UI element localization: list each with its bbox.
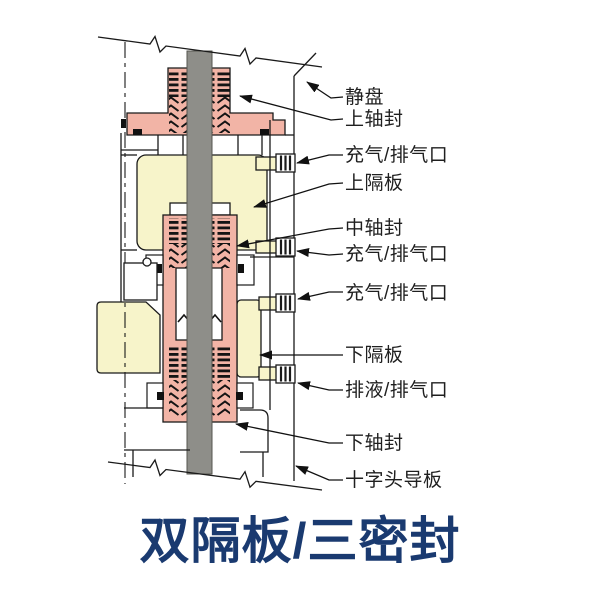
label-inflate-exhaust-port-1: 充气/排气口 [345,145,449,166]
leader-drain-port [297,381,343,391]
port4-channel [258,366,278,381]
piston-rod [186,50,213,475]
leader-crosshead-guide [295,465,343,481]
bottom-break-line [107,458,323,491]
leader-port-3 [297,291,343,301]
label-middle-shaft-seal: 中轴封 [345,218,404,239]
leader-lower-shaft-seal [235,421,343,444]
lower-partition-right-block [236,299,262,378]
label-inflate-exhaust-port-2: 充气/排气口 [345,244,449,265]
lower-partition-left-block [96,301,161,374]
label-lower-shaft-seal: 下轴封 [345,433,404,454]
port-fitting-4 [275,364,296,384]
leader-middle-shaft-seal [236,227,344,249]
port1-channel [255,156,278,171]
port-fitting-3 [275,293,296,313]
leader-lines [235,81,344,481]
leader-port-1 [296,154,343,165]
port3-channel [258,296,278,311]
seal-springs [169,71,230,416]
port-fitting-2 [275,237,296,257]
label-drain-exhaust-port: 排液/排气口 [345,380,449,401]
label-crosshead-guide-plate: 十字头导板 [345,470,443,491]
label-static-disc: 静盘 [345,87,385,108]
leader-static-disc [306,81,344,99]
leader-port-2 [296,248,344,257]
port-fittings [275,153,296,384]
label-upper-shaft-seal: 上轴封 [345,109,404,130]
port2-channel [255,240,278,254]
label-inflate-exhaust-port-3: 充气/排气口 [345,283,449,304]
label-lower-partition: 下隔板 [345,345,404,366]
diagram-title: 双隔板/三密封 [139,513,461,569]
leader-upper-shaft-seal [239,94,344,121]
housing-lines [97,35,323,491]
port-fitting-1 [275,153,296,173]
top-break-line [97,35,323,68]
leader-upper-partition [253,182,344,208]
label-upper-partition: 上隔板 [345,173,404,194]
